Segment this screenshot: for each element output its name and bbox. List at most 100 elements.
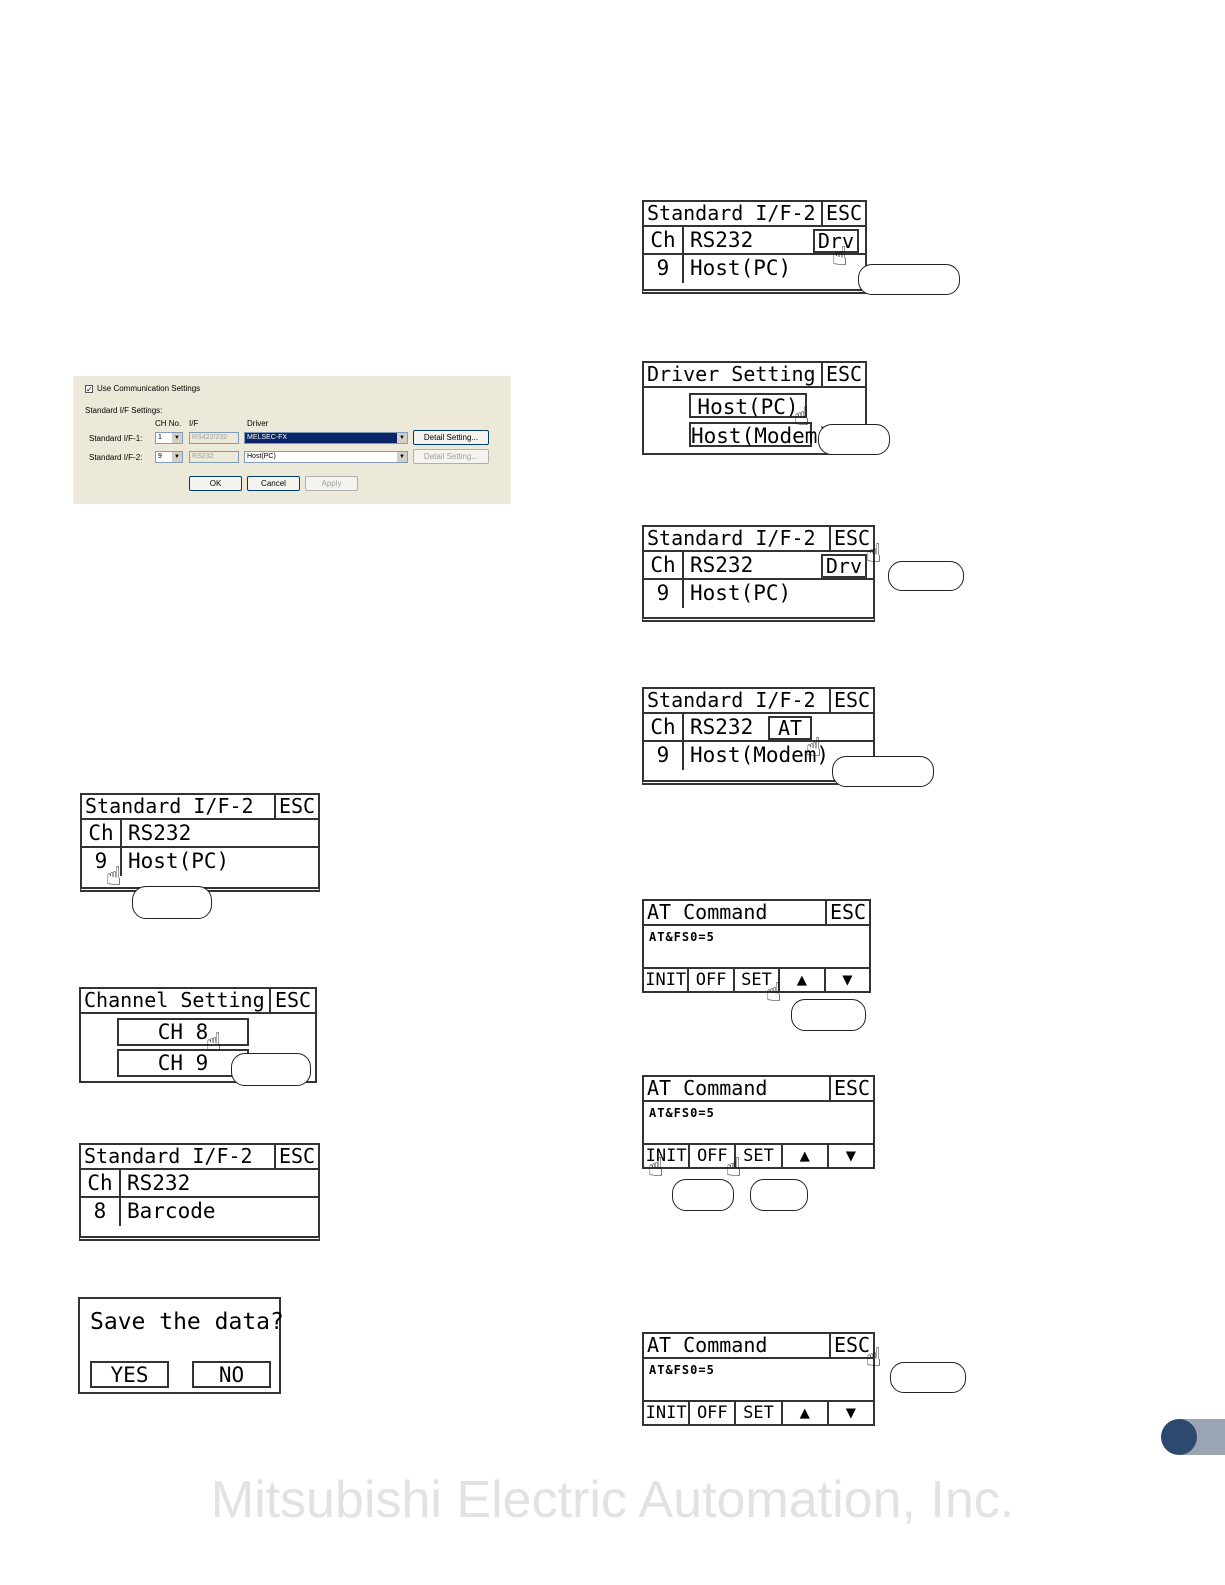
pointing-hand-icon: ☝ [832, 242, 848, 272]
col-driver-header: Driver [247, 419, 269, 428]
driver-name: Host(PC) [128, 849, 230, 873]
callout-bubble [231, 1053, 311, 1086]
esc-button[interactable]: ESC [829, 689, 873, 712]
set-key[interactable]: SET [736, 1402, 783, 1424]
callout-bubble [858, 264, 960, 295]
screen-title: Standard I/F-2 [647, 527, 816, 550]
screen-title: AT Command [647, 1334, 768, 1357]
row2-ch-select[interactable]: 9▼ [155, 451, 183, 463]
row2-driver-select[interactable]: Host(PC)▼ [244, 451, 408, 463]
no-button[interactable]: NO [192, 1361, 271, 1388]
at-command-text: AT&FS0=5 [649, 930, 715, 944]
pointing-hand-icon: ☝ [648, 1153, 664, 1183]
row1-detail-button[interactable]: Detail Setting... [413, 430, 489, 445]
down-arrow-key[interactable]: ▼ [845, 1403, 857, 1423]
row2-if-field: RS232 [189, 451, 239, 463]
esc-button[interactable]: ESC [821, 202, 865, 225]
set-key[interactable]: SET [736, 1145, 783, 1167]
off-key[interactable]: OFF [690, 1145, 737, 1167]
esc-button[interactable]: ESC [274, 795, 318, 818]
down-arrow-key[interactable]: ▼ [845, 1146, 857, 1166]
host-pc-button[interactable]: Host(PC) [689, 393, 807, 419]
up-arrow-key[interactable]: ▲ [783, 1402, 829, 1424]
esc-button[interactable]: ESC [829, 527, 873, 550]
esc-button[interactable]: ESC [821, 363, 865, 386]
chevron-down-icon: ▼ [397, 452, 407, 462]
at-button[interactable]: AT [768, 716, 813, 740]
callout-bubble [832, 756, 934, 787]
interface-type: RS232 [128, 821, 192, 845]
esc-button[interactable]: ESC [825, 901, 869, 924]
ch-header: Ch [644, 714, 684, 740]
screen-title: AT Command [647, 901, 768, 924]
col-ch-header: CH No. [155, 419, 182, 428]
use-comm-label: Use Communication Settings [97, 384, 201, 393]
screen-at-command-esc: AT Command ESC AT&FS0=5 INIT OFF SET ▲ ▼ [642, 1332, 875, 1426]
esc-button[interactable]: ESC [829, 1077, 873, 1100]
std-settings-label: Standard I/F Settings: [85, 406, 163, 415]
ch8-button[interactable]: CH 8 [117, 1018, 249, 1046]
callout-bubble [818, 424, 890, 455]
pointing-hand-icon: ☝ [806, 733, 822, 763]
drv-button[interactable]: Drv [812, 229, 859, 253]
row2-detail-button[interactable]: Detail Setting... [413, 449, 489, 464]
ch-header: Ch [644, 552, 684, 578]
init-key[interactable]: INIT [644, 969, 690, 991]
interface-type: RS232 [127, 1171, 191, 1195]
esc-button[interactable]: ESC [829, 1334, 873, 1357]
drv-button[interactable]: Drv [820, 554, 867, 578]
channel-number: 9 [644, 742, 684, 770]
use-comm-checkbox[interactable]: ✓ [85, 385, 93, 394]
set-key[interactable]: SET [735, 969, 781, 991]
apply-button[interactable]: Apply [305, 476, 358, 491]
chevron-down-icon: ▼ [172, 452, 182, 462]
screen-title: Driver Setting [647, 363, 816, 386]
row1-label: Standard I/F-1: [89, 434, 143, 443]
esc-button[interactable]: ESC [269, 989, 315, 1012]
col-if-header: I/F [189, 419, 199, 428]
esc-button[interactable]: ESC [274, 1145, 318, 1168]
channel-number: 8 [81, 1198, 121, 1226]
host-modem-button[interactable]: Host(Modem) [689, 422, 831, 448]
driver-name: Host(Modem) [690, 743, 830, 767]
init-key[interactable]: INIT [644, 1145, 691, 1167]
yes-button[interactable]: YES [90, 1361, 169, 1388]
ch-header: Ch [82, 820, 122, 846]
callout-bubble [672, 1179, 734, 1211]
watermark: Mitsubishi Electric Automation, Inc. [210, 1471, 1015, 1529]
pointing-hand-icon: ☝ [794, 402, 810, 432]
ch-header: Ch [81, 1170, 121, 1196]
screen-title: Standard I/F-2 [647, 202, 816, 225]
screen-title: Channel Setting [84, 989, 265, 1012]
row1-ch-select[interactable]: 1▼ [155, 432, 183, 444]
ch9-button[interactable]: CH 9 [117, 1049, 249, 1077]
cancel-button[interactable]: Cancel [247, 476, 300, 491]
row1-driver-select[interactable]: MELSEC-FX▼ [244, 432, 408, 444]
channel-number: 9 [644, 580, 684, 608]
off-key[interactable]: OFF [690, 1402, 737, 1424]
at-command-text: AT&FS0=5 [649, 1363, 715, 1377]
driver-name: Host(PC) [690, 256, 792, 280]
page-marker-dot [1161, 1419, 1197, 1455]
up-arrow-key[interactable]: ▲ [783, 1145, 829, 1167]
row2-label: Standard I/F-2: [89, 453, 143, 462]
ok-button[interactable]: OK [189, 476, 242, 491]
at-command-text: AT&FS0=5 [649, 1106, 715, 1120]
off-key[interactable]: OFF [689, 969, 735, 991]
screen-title: Standard I/F-2 [85, 795, 254, 818]
pointing-hand-icon: ☝ [106, 862, 122, 892]
callout-bubble [750, 1179, 808, 1211]
callout-bubble [890, 1362, 966, 1393]
init-key[interactable]: INIT [644, 1402, 691, 1424]
callout-bubble [791, 999, 866, 1031]
callout-bubble [132, 886, 212, 919]
up-arrow-key[interactable]: ▲ [780, 969, 826, 991]
driver-name: Host(PC) [690, 581, 792, 605]
down-arrow-key[interactable]: ▼ [842, 970, 853, 990]
pointing-hand-icon: ☝ [726, 1153, 742, 1183]
channel-number[interactable]: 9 [82, 848, 122, 876]
